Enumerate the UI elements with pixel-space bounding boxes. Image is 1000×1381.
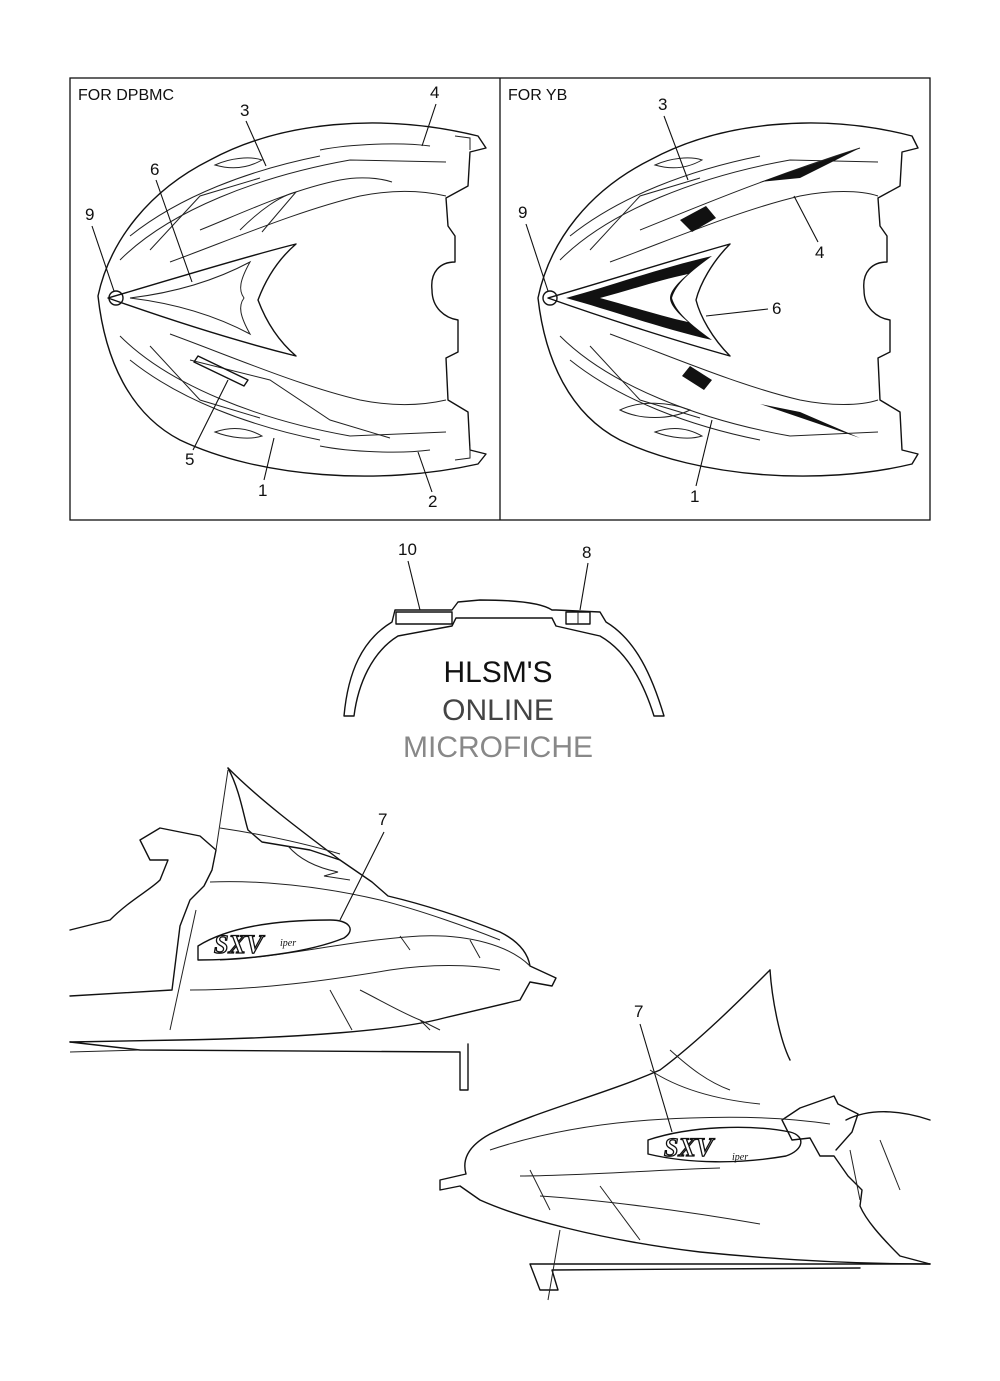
callout-2: 2 bbox=[428, 492, 437, 511]
callout-8: 8 bbox=[582, 543, 591, 562]
callout-6: 6 bbox=[150, 160, 159, 179]
top-panels-frame bbox=[69, 77, 931, 521]
watermark-line3: MICROFICHE bbox=[403, 731, 593, 764]
hood-drawing-yb bbox=[537, 122, 919, 477]
watermark-line2: ONLINE bbox=[442, 694, 554, 727]
svg-text:iper: iper bbox=[732, 1152, 748, 1163]
callout-9: 9 bbox=[518, 203, 527, 222]
watermark: HLSM'S ONLINE MICROFICHE bbox=[403, 656, 593, 764]
callout-3: 3 bbox=[658, 95, 667, 114]
svg-text:iper: iper bbox=[280, 938, 296, 949]
windshield-trim-drawing: 10 8 bbox=[343, 540, 665, 717]
callout-10: 10 bbox=[398, 540, 417, 559]
panel-dpbmc: FOR DPBMC bbox=[78, 83, 487, 511]
hood-drawing-dpbmc bbox=[97, 122, 487, 477]
sxv-decal-logo: SXV iper bbox=[647, 1126, 802, 1163]
panel-title-dpbmc: FOR DPBMC bbox=[78, 87, 174, 104]
side-view-left: SXV iper 7 bbox=[69, 767, 557, 1091]
panel-yb: FOR YB 3 bbox=[508, 87, 919, 506]
svg-text:SXV: SXV bbox=[214, 930, 266, 959]
side-view-right: SXV iper 7 bbox=[439, 969, 931, 1301]
callout-1: 1 bbox=[258, 481, 267, 500]
callout-7: 7 bbox=[634, 1002, 643, 1021]
callout-5: 5 bbox=[185, 450, 194, 469]
callout-4: 4 bbox=[430, 83, 439, 102]
svg-text:SXV: SXV bbox=[664, 1133, 716, 1162]
callout-1: 1 bbox=[690, 487, 699, 506]
callout-6: 6 bbox=[772, 299, 781, 318]
callout-7: 7 bbox=[378, 810, 387, 829]
panel-title-yb: FOR YB bbox=[508, 87, 567, 104]
callout-4: 4 bbox=[815, 243, 824, 262]
callout-3: 3 bbox=[240, 101, 249, 120]
watermark-line1: HLSM'S bbox=[443, 656, 552, 689]
callout-9: 9 bbox=[85, 205, 94, 224]
sxv-decal-logo: SXV iper bbox=[197, 919, 351, 961]
